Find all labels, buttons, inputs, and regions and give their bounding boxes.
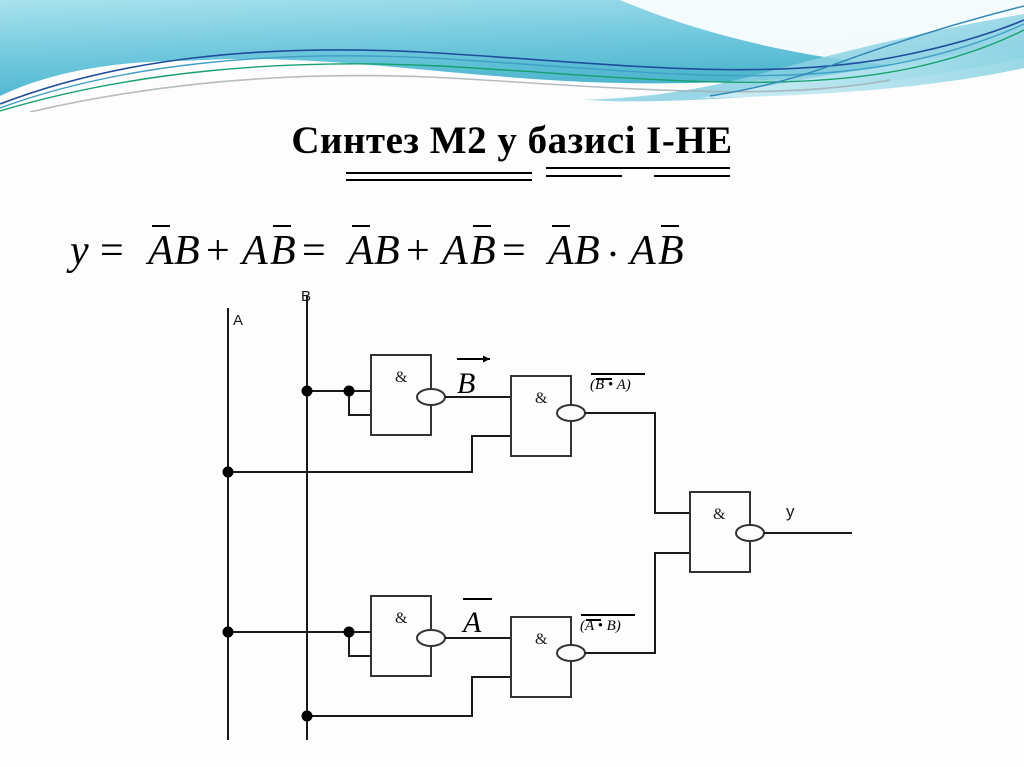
junction-dot-b-branch-top (343, 385, 355, 397)
output-label-y: y (786, 502, 795, 521)
group-bar-term3-left (546, 175, 622, 177)
formula-term-3-b2: B (658, 228, 684, 274)
overline-term3-a (552, 225, 570, 227)
overline-term2-b2 (473, 225, 491, 227)
group-bar-term3-right (654, 175, 730, 177)
signal-label-bottom-nand: (A • B) (580, 618, 621, 634)
wave-line-navy (0, 19, 1024, 105)
formula-term-2-a2: A (442, 228, 468, 274)
gate-g3-invert-bubble (416, 629, 446, 647)
formula-term-2-b: B (374, 228, 400, 274)
formula-plus-2: + (406, 228, 430, 274)
group-bar-term2-lower (346, 179, 532, 181)
decorative-header-wave (0, 0, 1024, 112)
input-label-b: B (301, 288, 311, 305)
overline-term3-b2 (661, 225, 679, 227)
junction-dot-a-branch-bottom (343, 626, 355, 638)
group-bar-term3-long (546, 167, 730, 169)
signal-label-not-a: A (461, 606, 482, 639)
formula-dot-operator: · (606, 232, 620, 278)
formula-term-2-b2: B (470, 228, 496, 274)
formula-term-3-a2: A (630, 228, 656, 274)
formula-eq-3: = (502, 228, 526, 274)
wire-g4-out-to-g5-in2 (585, 552, 690, 654)
gate-g1-invert-bubble (416, 388, 446, 406)
formula-eq-1: = (100, 228, 124, 274)
formula-plus-1: + (206, 228, 230, 274)
overline-term1-b2 (273, 225, 291, 227)
formula-term-3-a: A (548, 228, 574, 274)
gate-g2-invert-bubble (556, 404, 586, 422)
gate-g4-symbol: & (535, 631, 548, 648)
overline-term2-a (352, 225, 370, 227)
formula-term-1-a: A (148, 228, 174, 274)
gate-g2-symbol: & (535, 390, 548, 407)
formula-term-1-b: B (174, 228, 200, 274)
signal-label-top-nand: (B • A) (590, 377, 631, 393)
input-label-a: A (233, 312, 243, 329)
header-wave-svg (0, 0, 1024, 112)
gate-g3-symbol: & (395, 610, 408, 627)
gate-g5-invert-bubble (735, 524, 765, 542)
wave-line-blue (0, 23, 1024, 109)
formula-term-2-a: A (348, 228, 374, 274)
wave-line-gray (29, 74, 891, 112)
junction-dot-b-bottom (301, 710, 313, 722)
wire-b-to-g4-in2 (307, 676, 511, 717)
junction-dot-b-top (301, 385, 313, 397)
wave-lower-white (0, 60, 1024, 112)
junction-dot-a-bottom (222, 626, 234, 638)
page-title: Синтез М2 у базисі І-НЕ (291, 119, 733, 162)
wire-b-to-g1-in2 (348, 391, 371, 416)
group-bar-term2-upper (346, 172, 532, 174)
signal-label-not-b: B (457, 367, 475, 400)
wire-g2-out-to-g5-in1 (585, 412, 690, 514)
overline-term1-a (152, 225, 170, 227)
wire-a-to-g2-in2 (228, 435, 511, 473)
signal-not-b-arrowhead (483, 355, 490, 363)
wave-line-navy-2 (709, 5, 1024, 97)
gate-g1-symbol: & (395, 369, 408, 386)
wire-a-to-g3-in2 (348, 632, 371, 657)
wave-band-tertiary (700, 44, 1024, 98)
formula-term-1-a2: A (242, 228, 268, 274)
formula-lhs: y (70, 228, 89, 274)
gate-g5-symbol: & (713, 506, 726, 523)
gate-g4-invert-bubble (556, 644, 586, 662)
boolean-formula: y = A B + A B = A B + A B = A B · A B (70, 167, 960, 291)
formula-eq-2: = (302, 228, 326, 274)
formula-term-3-b: B (574, 228, 600, 274)
formula-term-1-b2: B (270, 228, 296, 274)
junction-dot-a-top (222, 466, 234, 478)
wave-line-green (0, 29, 1024, 112)
